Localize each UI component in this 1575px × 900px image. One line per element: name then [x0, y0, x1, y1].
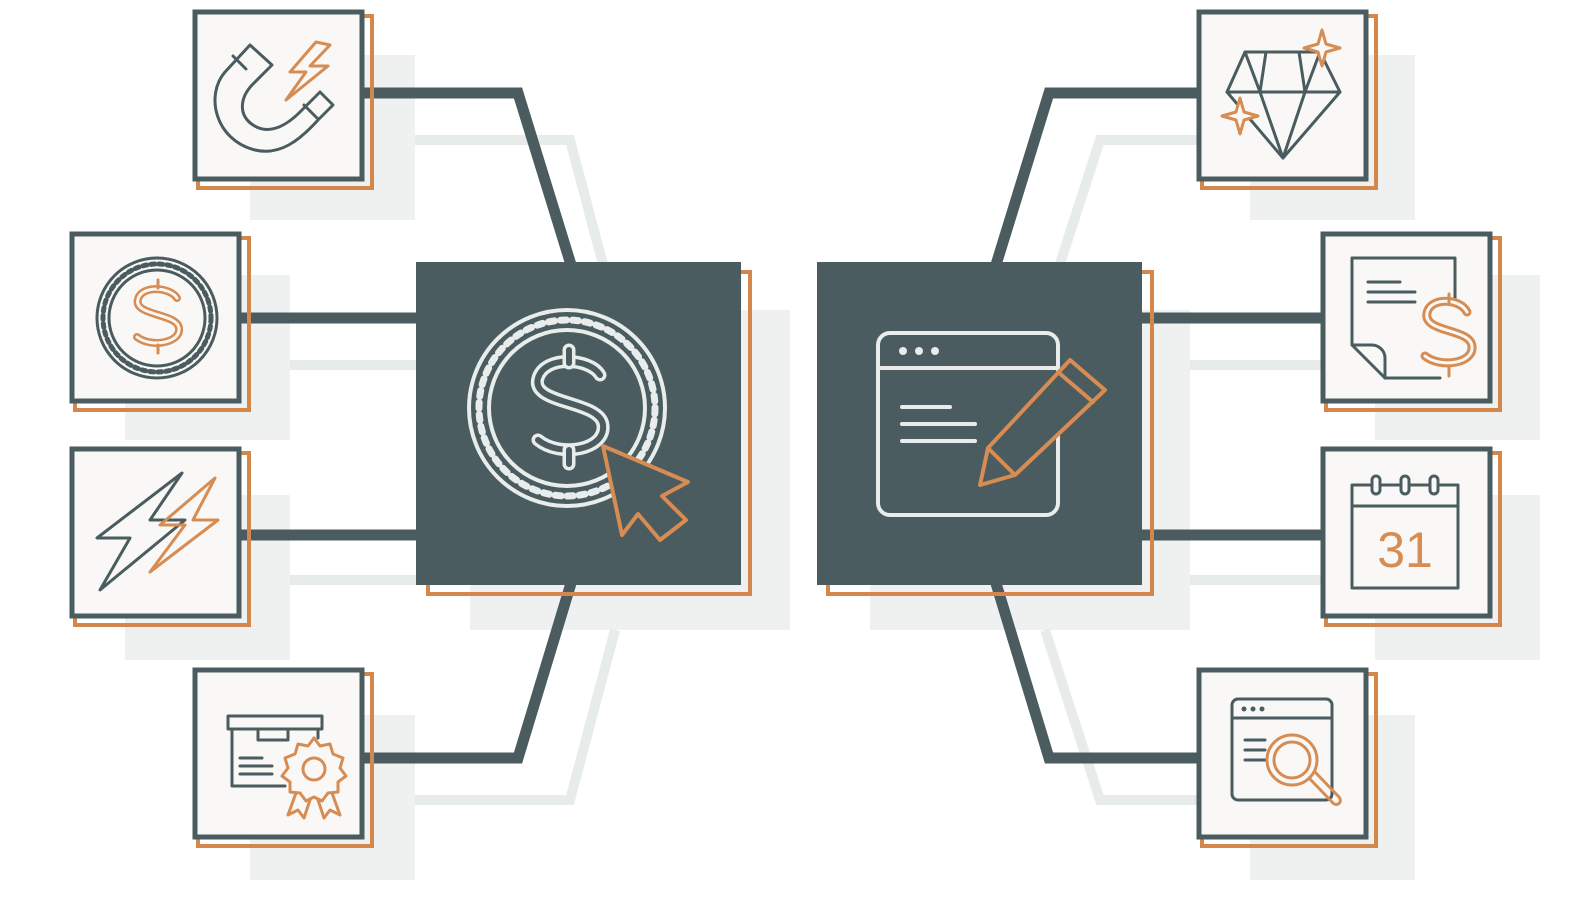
- calendar-icon: [1350, 474, 1460, 590]
- node-diamond: [1196, 9, 1378, 190]
- calendar-date-label: 31: [1377, 522, 1433, 578]
- lightning-bolts-icon: [95, 471, 220, 592]
- hub-right: [817, 262, 1154, 596]
- connector-search: [989, 578, 1200, 764]
- node-coin: [69, 231, 251, 412]
- node-calendar: 31: [1320, 446, 1502, 627]
- box-badge-icon: [226, 714, 348, 820]
- connector-magnet: [362, 87, 578, 270]
- diamond-icon: [1220, 28, 1342, 160]
- dollar-coin-cursor-icon: [467, 308, 690, 542]
- invoice-dollar-icon: [1350, 256, 1477, 380]
- connector-box: [362, 578, 578, 764]
- node-search: [1196, 667, 1378, 848]
- node-invoice: [1320, 231, 1502, 412]
- connector-diamond: [989, 87, 1200, 270]
- connectors: [238, 87, 1325, 764]
- node-lightning: [69, 446, 251, 627]
- node-magnet: [192, 9, 374, 190]
- browser-pencil-icon: [876, 331, 1107, 517]
- browser-search-icon: [1230, 697, 1342, 806]
- hub-left: [416, 262, 752, 596]
- magnet-icon: [213, 40, 335, 153]
- node-certified-box: [192, 667, 374, 848]
- dollar-coin-icon: [95, 256, 219, 380]
